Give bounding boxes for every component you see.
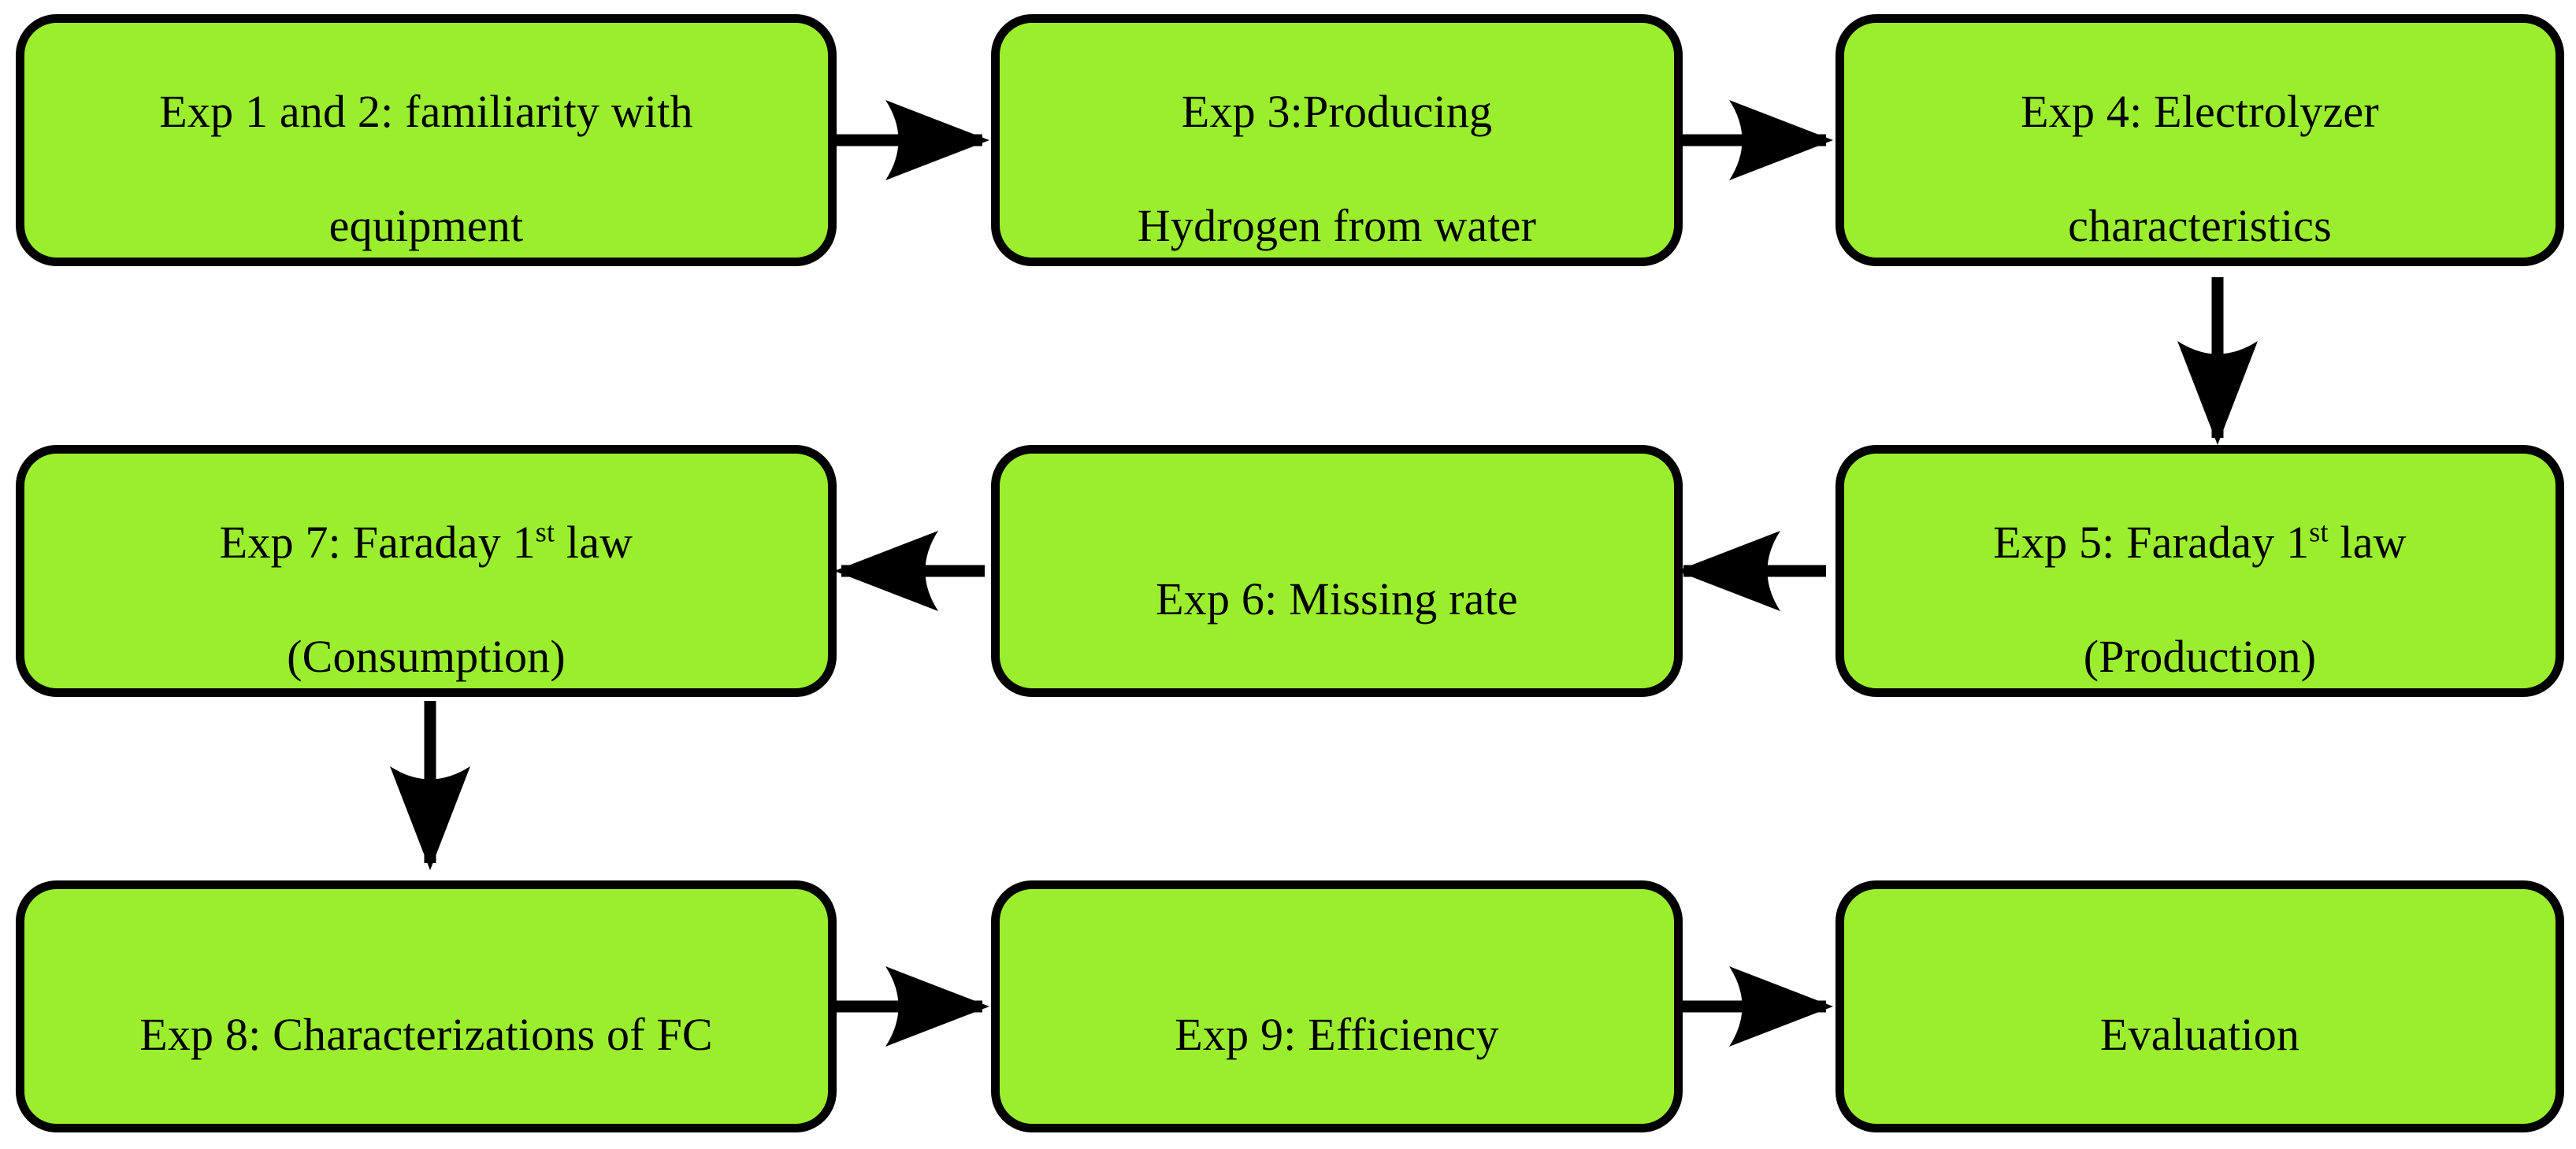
- node-exp4-line2: characteristics: [2068, 199, 2332, 251]
- node-exp6[interactable]: Exp 6: Missing rate: [991, 445, 1683, 697]
- node-exp1-2[interactable]: Exp 1 and 2: familiarity with equipment: [16, 14, 837, 266]
- node-exp7[interactable]: Exp 7: Faraday 1st law (Consumption): [16, 445, 837, 697]
- node-exp3[interactable]: Exp 3:Producing Hydrogen from water: [991, 14, 1683, 266]
- node-exp8[interactable]: Exp 8: Characterizations of FC: [16, 880, 837, 1132]
- node-exp9-label: Exp 9: Efficiency: [1151, 950, 1522, 1064]
- node-exp1-2-label: Exp 1 and 2: familiarity with equipment: [135, 26, 717, 254]
- node-exp7-line1-pre: Exp 7: Faraday 1: [219, 516, 536, 568]
- node-exp7-ordinal-suffix: st: [535, 516, 555, 548]
- node-exp5-line2: (Production): [2083, 630, 2317, 682]
- node-evaluation-label: Evaluation: [2077, 950, 2323, 1064]
- node-exp7-label: Exp 7: Faraday 1st law (Consumption): [196, 457, 656, 685]
- node-evaluation[interactable]: Evaluation: [1835, 880, 2564, 1132]
- node-exp3-line2: Hydrogen from water: [1137, 199, 1537, 251]
- node-exp6-label: Exp 6: Missing rate: [1132, 514, 1542, 628]
- node-exp5[interactable]: Exp 5: Faraday 1st law (Production): [1835, 445, 2564, 697]
- node-exp8-label: Exp 8: Characterizations of FC: [116, 950, 737, 1064]
- node-exp3-label: Exp 3:Producing Hydrogen from water: [1114, 26, 1560, 254]
- node-exp1-2-line2: equipment: [328, 199, 524, 251]
- node-exp4[interactable]: Exp 4: Electrolyzer characteristics: [1835, 14, 2564, 266]
- node-exp1-2-line1: Exp 1 and 2: familiarity with: [159, 85, 693, 137]
- node-exp5-line1-post: law: [2328, 516, 2407, 568]
- node-exp5-ordinal-suffix: st: [2309, 516, 2329, 548]
- node-exp6-line1: Exp 6: Missing rate: [1156, 573, 1518, 625]
- node-exp5-label: Exp 5: Faraday 1st law (Production): [1969, 457, 2429, 685]
- node-exp5-line1-pre: Exp 5: Faraday 1: [1993, 516, 2310, 568]
- node-exp4-label: Exp 4: Electrolyzer characteristics: [1997, 26, 2403, 254]
- node-exp4-line1: Exp 4: Electrolyzer: [2021, 85, 2379, 137]
- node-exp3-line1: Exp 3:Producing: [1181, 85, 1493, 137]
- node-exp7-line2: (Consumption): [287, 630, 566, 682]
- node-exp9[interactable]: Exp 9: Efficiency: [991, 880, 1683, 1132]
- node-evaluation-line1: Evaluation: [2099, 1009, 2300, 1060]
- node-exp7-line1-post: law: [555, 516, 633, 568]
- node-exp9-line1: Exp 9: Efficiency: [1175, 1009, 1499, 1060]
- node-exp8-line1: Exp 8: Characterizations of FC: [139, 1009, 713, 1060]
